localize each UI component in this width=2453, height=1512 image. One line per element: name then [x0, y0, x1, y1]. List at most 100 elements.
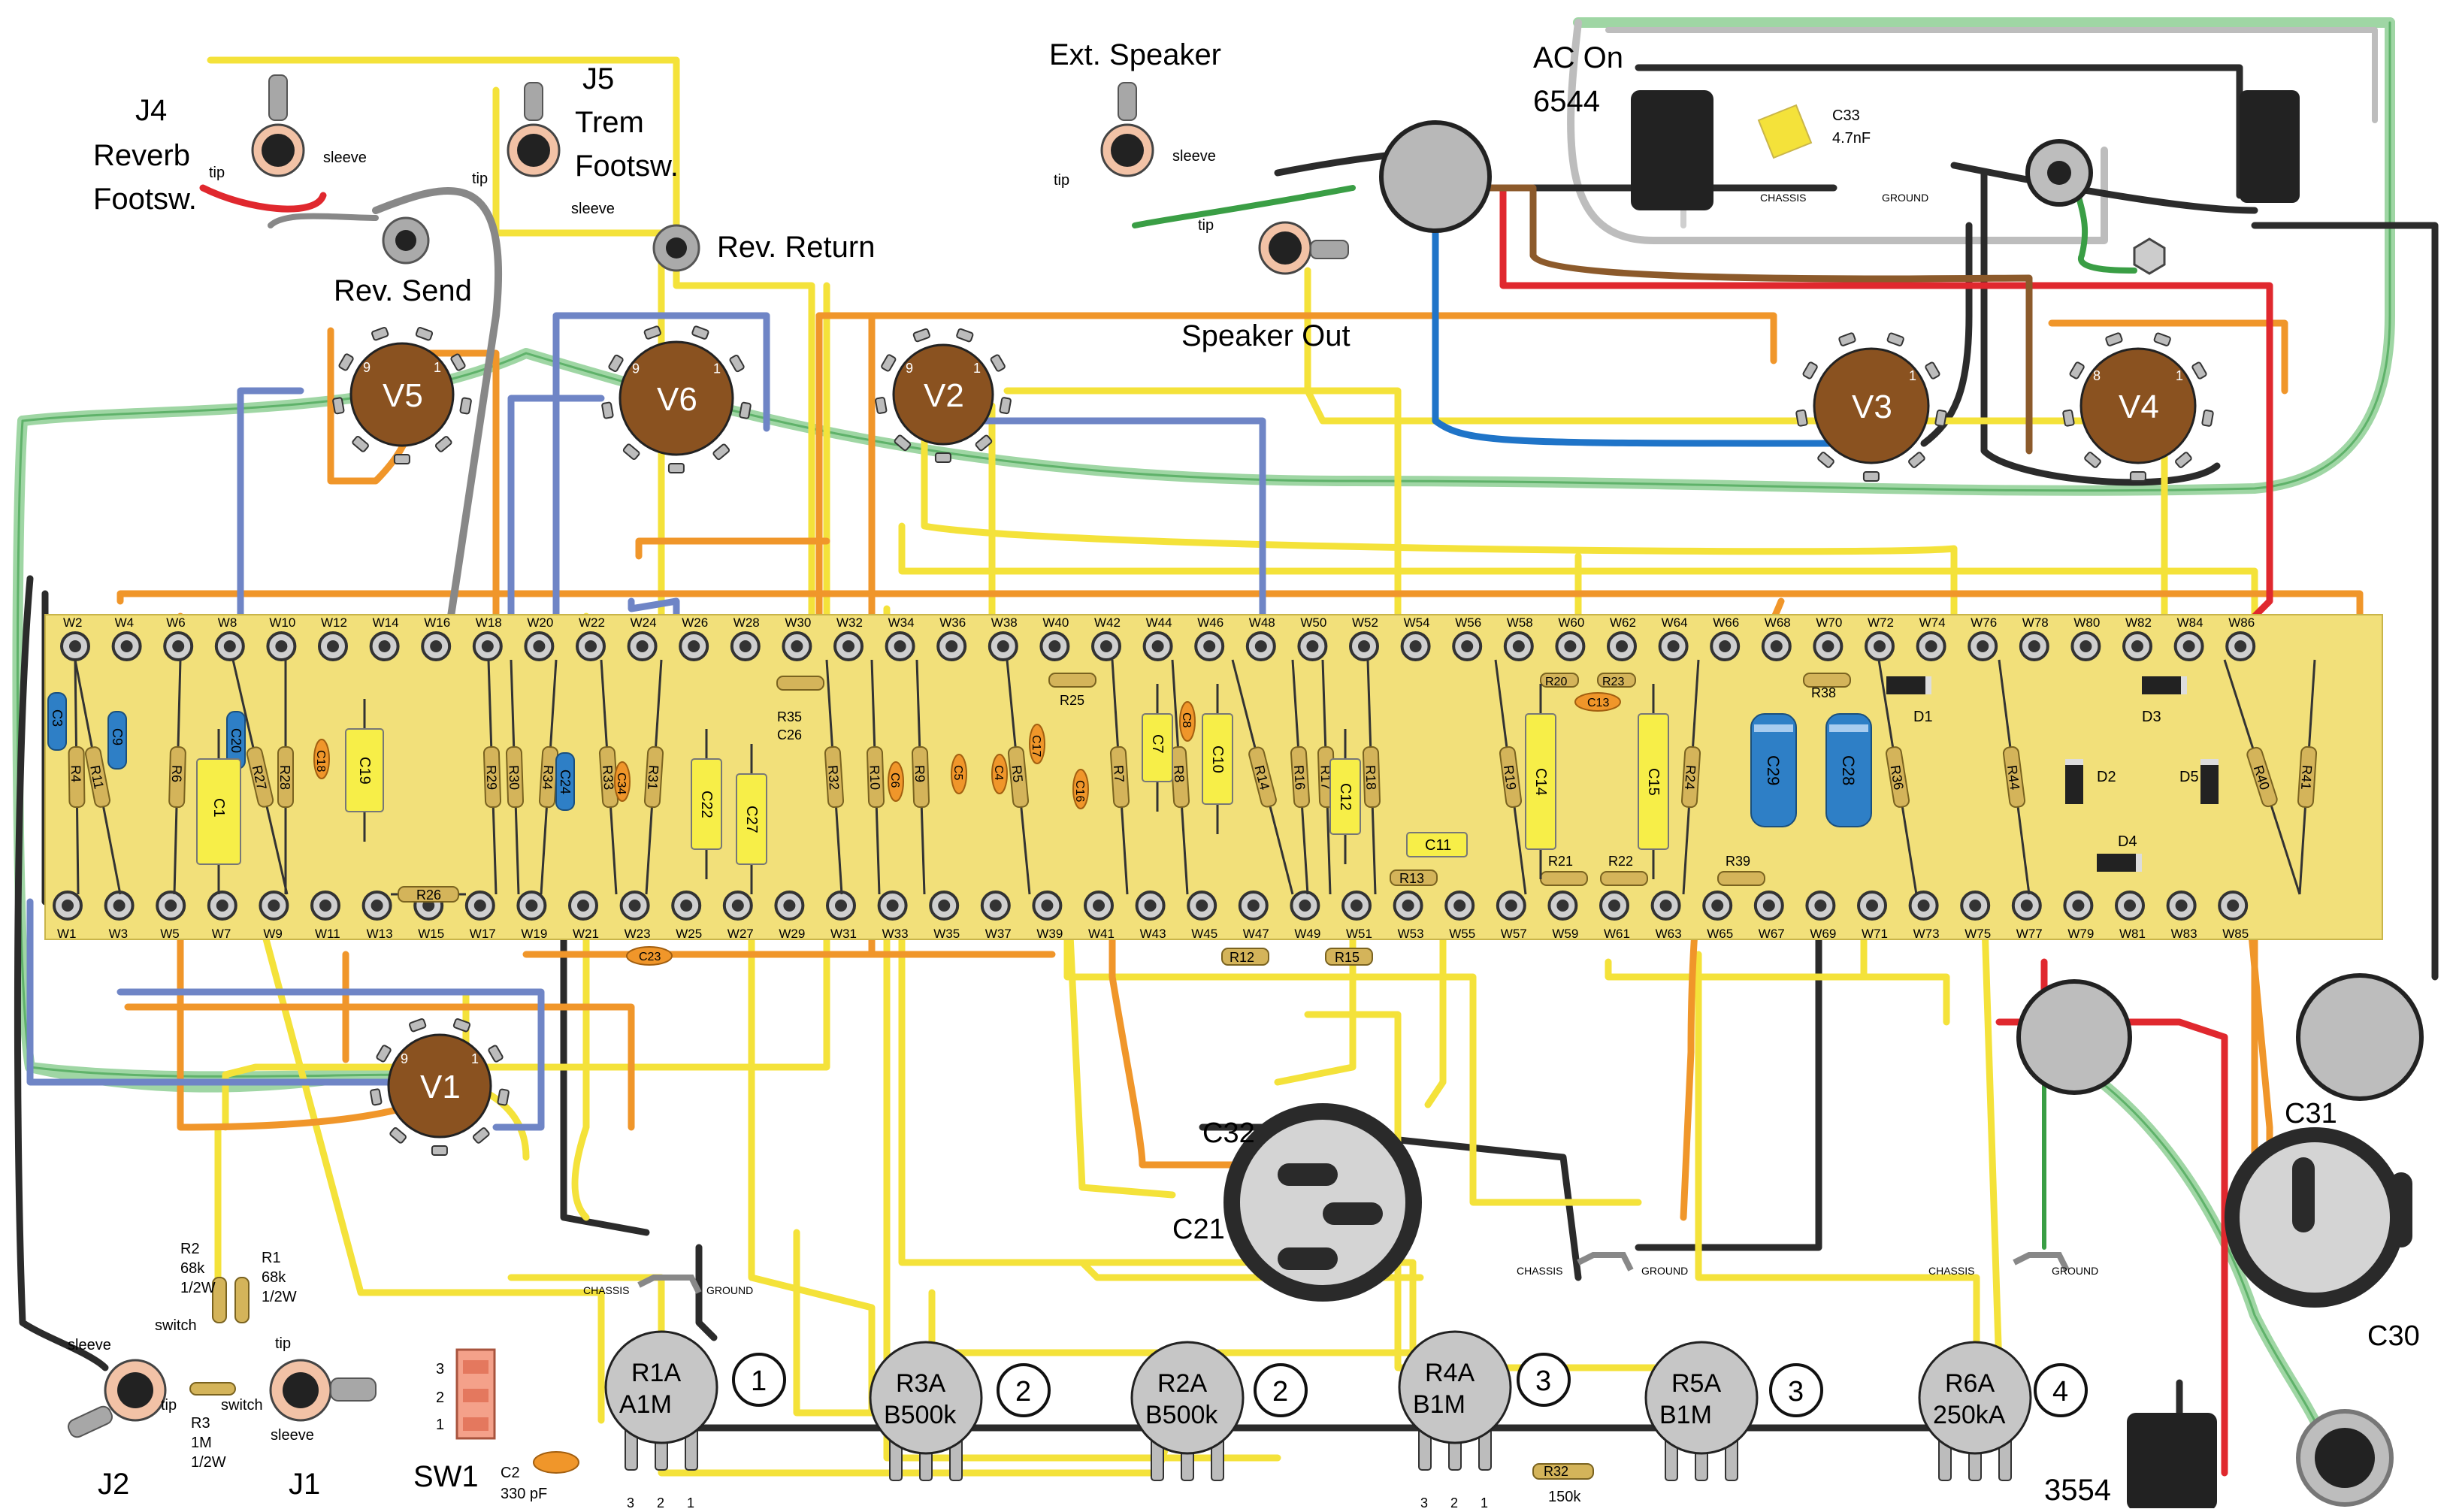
- tube-label: V6: [657, 381, 697, 418]
- terminal-label: W56: [1455, 615, 1481, 630]
- terminal-top: W36: [936, 615, 967, 661]
- terminal-bottom: W81: [2115, 891, 2146, 941]
- terminal-label: W11: [315, 927, 340, 941]
- resistor-r29: R29: [482, 659, 502, 895]
- terminal-bottom: W43: [1135, 891, 1166, 941]
- terminal-label: W77: [2016, 927, 2043, 941]
- terminal-label: W10: [269, 615, 295, 630]
- resistor-r33: R33: [598, 659, 619, 895]
- terminal-top: W42: [1091, 615, 1121, 661]
- terminal-bottom: W39: [1032, 891, 1063, 941]
- terminal-top: W64: [1658, 615, 1689, 661]
- terminal-top: W58: [1503, 615, 1534, 661]
- resistor-r5: R5: [1006, 659, 1031, 895]
- ac-on-label-1: AC On: [1533, 41, 1623, 74]
- capacitor-c9: C9: [107, 711, 127, 770]
- tube-label: V1: [420, 1069, 461, 1105]
- c33-value: 4.7nF: [1832, 130, 1871, 147]
- jack-j4: J4 Reverb Footsw. tip sleeve: [93, 74, 367, 216]
- diode-d4: D4: [2097, 833, 2142, 872]
- resistor-r4: R4: [68, 659, 86, 895]
- resistor-label: R24: [1682, 764, 1698, 790]
- pot-r6a[interactable]: 321R6A250kA4: [1918, 1341, 2088, 1512]
- pot-r2a[interactable]: 321R2AB500k2: [1130, 1341, 1308, 1512]
- terminal-label: W70: [1816, 615, 1842, 630]
- resistor-r38: R38: [1803, 673, 1851, 700]
- terminal-label: W2: [63, 615, 83, 630]
- pot-pin-label: 2: [1450, 1495, 1458, 1508]
- terminal-bottom: W77: [2011, 891, 2043, 941]
- capacitor-c34: C34: [614, 761, 631, 802]
- pot-r5a[interactable]: 321R5AB1M3: [1644, 1341, 1823, 1512]
- terminal-top: W56: [1452, 615, 1483, 661]
- terminal-bottom: W37: [980, 891, 1012, 941]
- r32-name: R32: [1544, 1464, 1568, 1479]
- terminal-top: W82: [2122, 615, 2152, 661]
- capacitor-label: C24: [558, 770, 573, 794]
- terminal-bottom: W9: [259, 891, 289, 941]
- capacitor-label: C4: [992, 765, 1005, 781]
- jack-speaker-out: tip Speaker Out: [1181, 217, 1351, 352]
- gnd1-chassis: CHASSIS: [583, 1284, 629, 1296]
- capacitor-c5: C5: [951, 754, 967, 794]
- tube-pin-label: 8: [2093, 368, 2101, 383]
- terminal-top: W32: [833, 615, 864, 661]
- sw1-label: SW1: [413, 1460, 479, 1493]
- terminal-top: W34: [885, 615, 915, 661]
- tube-pin-label: 1: [2176, 368, 2183, 383]
- terminal-label: W66: [1713, 615, 1739, 630]
- tube-pin-label: 1: [434, 360, 441, 375]
- capacitor-label: C6: [888, 773, 901, 788]
- terminal-bottom: W85: [2218, 891, 2249, 941]
- terminal-top: W46: [1194, 615, 1225, 661]
- capacitor-label: C12: [1337, 783, 1354, 811]
- diode-d5: D5: [2179, 759, 2219, 804]
- resistor-label: R41: [2298, 764, 2315, 790]
- resistor-r22: R22: [1600, 854, 1648, 886]
- terminal-bottom: W65: [1702, 891, 1733, 941]
- terminal-label: W18: [476, 615, 502, 630]
- pot-pin-label: 2: [657, 1495, 664, 1508]
- terminal-label: W84: [2177, 615, 2203, 630]
- j5-sleeve-label: sleeve: [571, 201, 615, 217]
- terminal-label: W64: [1662, 615, 1688, 630]
- terminal-label: W27: [727, 927, 754, 941]
- terminal-label: W50: [1300, 615, 1326, 630]
- terminal-label: W65: [1707, 927, 1733, 941]
- pot-number: 2: [1015, 1376, 1031, 1408]
- terminal-label: W13: [367, 927, 393, 941]
- rev-return-label: Rev. Return: [717, 231, 875, 264]
- terminal-label: W74: [1919, 615, 1946, 630]
- terminal-label: W59: [1552, 927, 1578, 941]
- capacitor-label: C29: [1764, 755, 1783, 785]
- terminal-label: W34: [888, 615, 915, 630]
- capacitor-c13: C13: [1574, 692, 1621, 712]
- terminal-label: W73: [1913, 927, 1940, 941]
- terminal-top: W16: [421, 615, 452, 661]
- r3-name: R3: [191, 1415, 210, 1432]
- terminal-bottom: W35: [929, 891, 960, 941]
- resistor-r28: R28: [277, 660, 294, 894]
- c2-value: 330 pF: [501, 1486, 547, 1502]
- terminal-label: W54: [1404, 615, 1430, 630]
- terminal-bottom: W59: [1547, 891, 1578, 941]
- tube-pin-label: 1: [713, 361, 721, 376]
- capacitor-c17: C17: [1029, 724, 1045, 764]
- pot-value: B500k: [884, 1401, 957, 1429]
- terminal-top: W10: [266, 615, 297, 661]
- c31-label: C31: [2285, 1098, 2337, 1129]
- j4-tip-label: tip: [209, 165, 225, 181]
- c33-name: C33: [1832, 107, 1860, 124]
- terminal-top: W60: [1555, 615, 1586, 661]
- gnd2-ground: GROUND: [1641, 1265, 1688, 1277]
- pot-name: R4A: [1425, 1359, 1475, 1387]
- terminal-top: W80: [2070, 615, 2101, 661]
- terminal-label: W24: [631, 615, 657, 630]
- terminal-top: W38: [988, 615, 1018, 661]
- tube-label: V2: [924, 377, 964, 414]
